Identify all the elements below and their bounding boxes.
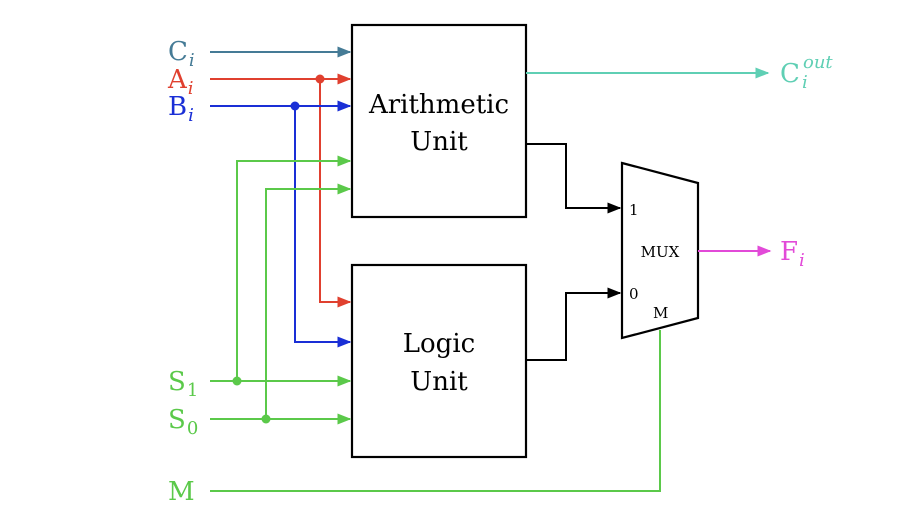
carry-in-label: Ci [168,37,195,71]
logic-unit-block [350,263,528,459]
logic-unit-label-line1: Logic [403,329,475,359]
b-input-label: Bi [168,92,194,126]
s0-junction-dot [261,414,271,424]
mux-select-label: M [653,304,668,322]
a-to-logic-wire [319,79,352,308]
s0-input-label: S0 [168,405,198,439]
m-input-label: M [168,477,195,507]
mux-input-1-label: 1 [629,201,639,219]
logic-unit-label-line2: Unit [410,367,468,397]
mux-block [620,161,700,340]
m-select-wire [210,330,661,492]
logic-to-mux-wire [526,287,622,361]
s1-to-arith-wire [236,155,352,381]
s1-input-label: S1 [168,367,198,401]
a-input-label: Ai [167,65,194,99]
f-output-label: Fi [780,237,805,271]
arithmetic-unit-label-line2: Unit [410,127,468,157]
s1-junction-dot [232,376,242,386]
b-to-logic-wire [294,106,352,348]
mux-label: MUX [641,243,680,261]
arith-to-mux-wire [526,143,622,214]
s0-to-arith-wire [265,183,352,419]
a-junction-dot [315,74,325,84]
b-junction-dot [290,101,300,111]
arithmetic-unit-block [350,23,528,219]
mux-input-0-label: 0 [629,285,639,303]
arithmetic-unit-label-line1: Arithmetic [368,90,509,120]
